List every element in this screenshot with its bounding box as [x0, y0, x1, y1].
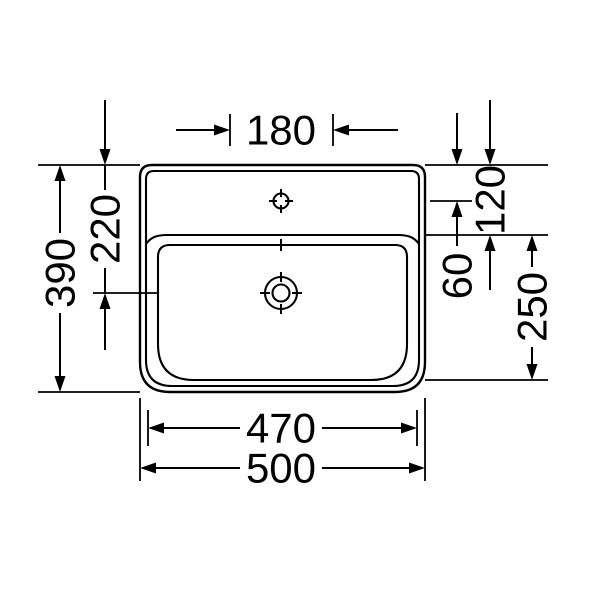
dim-500-arrow-left	[140, 462, 156, 474]
dim-470-arrow-left	[148, 422, 164, 434]
dimension-180: 180	[176, 107, 398, 154]
dim-label-120: 120	[467, 165, 514, 235]
drain	[260, 272, 302, 314]
dimension-220: 220	[82, 100, 129, 350]
deck-edge-line	[144, 233, 421, 246]
dim-label-60: 60	[434, 253, 481, 300]
basin-outer-edge	[138, 163, 427, 394]
dim-470-arrow-right	[401, 422, 417, 434]
dim-250-arrow-bottom	[526, 364, 538, 380]
dim-180-arrow-right	[333, 124, 349, 136]
dimension-120: 120	[467, 100, 514, 290]
dim-500-arrow-right	[409, 462, 425, 474]
dim-label-180: 180	[246, 107, 316, 154]
dim-120-arrow-bottom	[484, 235, 496, 251]
dimension-250: 250	[509, 235, 556, 380]
dim-250-arrow-top	[526, 235, 538, 251]
dim-390-arrow-bottom	[54, 376, 66, 392]
dim-390-arrow-top	[54, 165, 66, 181]
dim-220-arrow-top	[99, 149, 111, 165]
dim-60-arrow-top	[451, 149, 463, 165]
faucet-hole	[269, 189, 293, 213]
dim-label-470: 470	[246, 405, 316, 452]
dim-label-500: 500	[246, 445, 316, 492]
dimension-500: 500	[140, 445, 425, 492]
dimension-60: 60	[434, 113, 481, 299]
dim-label-250: 250	[509, 272, 556, 342]
dim-220-arrow-bottom	[99, 293, 111, 309]
basin-rim-inner-edge	[144, 169, 421, 388]
drain-inner-circle	[271, 283, 291, 303]
dim-label-220: 220	[82, 194, 129, 264]
dim-120-arrow-top	[484, 149, 496, 165]
bowl-outline	[156, 243, 409, 382]
extension-lines	[38, 164, 548, 481]
dim-180-arrow-left	[214, 124, 230, 136]
dimension-390: 390	[37, 165, 84, 392]
dim-label-390: 390	[37, 238, 84, 308]
dim-60-arrow-bottom	[451, 201, 463, 217]
basin-top-view	[138, 163, 427, 394]
dimension-470: 470	[148, 405, 417, 452]
